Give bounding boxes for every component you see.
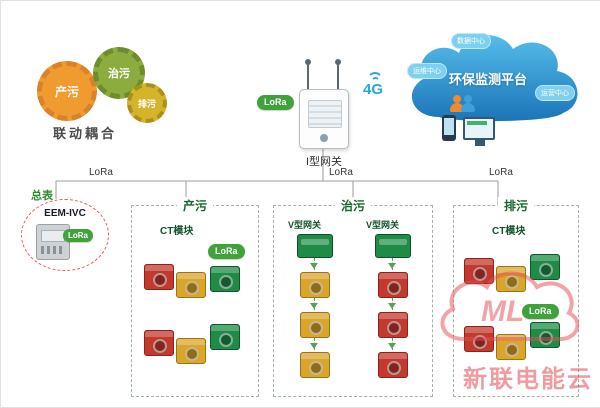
antenna-icon <box>305 59 311 89</box>
gateway-label: I型网关 <box>305 156 343 168</box>
box-discharge: 排污 CT模块 LoRa <box>453 197 579 397</box>
gear-discharge-label: 排污 <box>137 98 156 109</box>
box-produce-label: 产污 <box>176 197 214 214</box>
network-4g-label: 4G <box>363 81 384 98</box>
gateway-led-icon <box>320 134 328 142</box>
people-icon <box>461 95 475 112</box>
ct-module-red <box>378 312 408 338</box>
flow-arrow-icon <box>388 338 396 350</box>
lora-badge: LoRa <box>257 95 294 110</box>
flow-arrow-icon <box>310 298 318 310</box>
v-gateway-label: V型网关 <box>366 220 400 230</box>
phone-icon <box>442 115 456 141</box>
lora-label-right: LoRa <box>487 167 515 178</box>
meter-model-label: EEM-IVC <box>44 208 86 219</box>
box-treat-label: 治污 <box>334 197 372 214</box>
antenna-icon <box>335 59 341 89</box>
flow-arrow-icon <box>388 258 396 270</box>
box-treat: 治污 V型网关 V型网关 <box>273 197 433 397</box>
ct-module-yellow <box>496 266 526 292</box>
ct-module-green <box>210 324 240 350</box>
cloud-node-ops-center: 运维中心 <box>407 63 447 79</box>
ct-module-green <box>530 322 560 348</box>
meter-group-label: 总表 <box>31 190 53 202</box>
gear-treat-label: 治污 <box>108 68 130 80</box>
lora-badge: LoRa <box>63 229 93 242</box>
ct-module-green <box>210 266 240 292</box>
lora-label-left: LoRa <box>87 167 115 178</box>
network-4g-icon: 4G <box>363 77 384 98</box>
ct-module-yellow <box>176 272 206 298</box>
ct-module-yellow <box>496 334 526 360</box>
monitor-icon <box>463 117 495 146</box>
ct-module-red <box>144 330 174 356</box>
ct-module-red <box>378 272 408 298</box>
flow-arrow-icon <box>388 298 396 310</box>
lora-badge: LoRa <box>208 244 245 259</box>
v-gateway-label: V型网关 <box>288 220 322 230</box>
ct-module-label: CT模块 <box>160 226 194 237</box>
ct-module-red <box>464 326 494 352</box>
cloud-node-business-center: 运营中心 <box>535 85 575 101</box>
ct-module-yellow <box>176 338 206 364</box>
v-gateway-device <box>375 234 411 258</box>
lora-badge: LoRa <box>522 304 559 319</box>
v-gateway-device <box>297 234 333 258</box>
people-icon <box>450 95 464 112</box>
ct-module-label: CT模块 <box>492 226 526 237</box>
flow-arrow-icon <box>310 258 318 270</box>
ct-module-yellow <box>300 352 330 378</box>
ct-module-yellow <box>300 312 330 338</box>
ct-module-red <box>464 258 494 284</box>
gateway-screen <box>308 100 342 128</box>
box-discharge-label: 排污 <box>497 197 535 214</box>
ct-module-red <box>378 352 408 378</box>
cloud-node-data-center: 数据中心 <box>451 33 491 49</box>
gear-discharge: 排污 <box>127 83 167 123</box>
ct-module-green <box>530 254 560 280</box>
box-produce: 产污 CT模块 LoRa <box>131 197 259 397</box>
ct-module-yellow <box>300 272 330 298</box>
cloud-title: 环保监测平台 <box>448 72 527 87</box>
ct-module-red <box>144 264 174 290</box>
gear-produce-label: 产污 <box>54 84 79 99</box>
flow-arrow-icon <box>310 338 318 350</box>
lora-label-center: LoRa <box>327 167 355 178</box>
linkage-caption: 联动耦合 <box>53 126 118 141</box>
gear-produce: 产污 <box>37 61 97 121</box>
gateway-device <box>299 89 349 149</box>
